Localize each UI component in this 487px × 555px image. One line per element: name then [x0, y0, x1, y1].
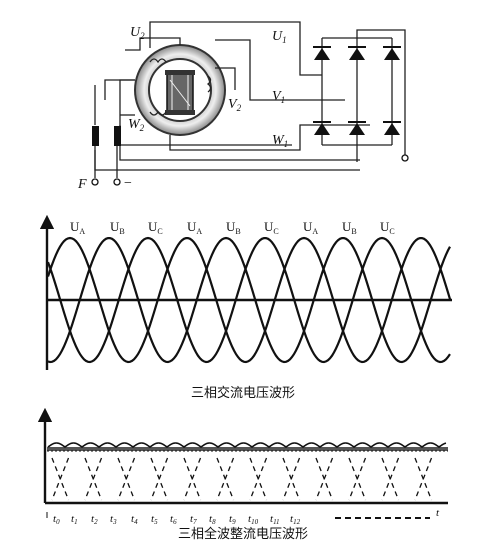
phase-segment-rising: [315, 457, 334, 501]
time-label: t3: [110, 513, 117, 526]
phase-a-curve: [46, 236, 452, 364]
phase-label-uc-1: UC: [148, 219, 163, 236]
phase-label-uc-3: UC: [380, 219, 395, 236]
phase-segment-rising: [51, 457, 70, 501]
brush-minus: [114, 126, 121, 146]
label-w1: W1: [272, 133, 288, 149]
time-label: t10: [248, 513, 259, 526]
output-terminal: [401, 154, 409, 162]
phase-segment-rising: [216, 457, 235, 501]
label-u2: U2: [130, 25, 145, 41]
phase-label-uc-2: UC: [264, 219, 279, 236]
diode-lower-1: [313, 121, 331, 135]
phase-label-ub-1: UB: [110, 219, 125, 236]
phase-segment-rising: [183, 457, 202, 501]
phase-segment-rising: [150, 457, 169, 501]
rect-caption: 三相全波整流电压波形: [178, 526, 308, 542]
ac-caption: 三相交流电压波形: [191, 385, 295, 401]
diode-lower-2: [348, 121, 366, 135]
phase-segment-rising: [117, 457, 136, 501]
label-minus: −: [124, 176, 132, 191]
phase-c-curve: [46, 236, 451, 364]
ac-waveform: UA UB UC UA UB UC UA UB UC 三相交流电压波形: [39, 214, 452, 401]
time-label: t7: [190, 513, 197, 526]
phase-segment-rising: [381, 457, 400, 501]
brush-f: [92, 126, 99, 146]
phase-label-ub-2: UB: [226, 219, 241, 236]
diode-upper-2: [348, 46, 366, 60]
label-w2: W2: [128, 117, 145, 133]
diode-upper-3: [383, 46, 401, 60]
phase-segment-rising: [348, 457, 367, 501]
rectified-phase-segments: [51, 457, 433, 501]
time-label: t11: [270, 513, 280, 526]
terminal-minus: [113, 178, 121, 186]
time-label: t2: [91, 513, 98, 526]
phase-segment-rising: [282, 457, 301, 501]
time-labels: t0 t1 t2 t3 t4 t5 t6 t7 t8 t9 t10 t11 t12: [53, 513, 301, 526]
time-label: t8: [209, 513, 216, 526]
label-u1: U1: [272, 29, 287, 45]
phase-label-ua-2: UA: [187, 219, 202, 236]
diode-lower-3: [383, 121, 401, 135]
rect-axis-end-label: t: [436, 507, 440, 519]
time-label: t0: [53, 513, 60, 526]
terminal-f: [91, 178, 99, 186]
phase-label-ua-3: UA: [303, 219, 318, 236]
rectified-waveform: t0 t1 t2 t3 t4 t5 t6 t7 t8 t9 t10 t11 t12 t 三相全波整流电压…: [37, 407, 448, 542]
phase-segment-rising: [414, 457, 433, 501]
time-label: t4: [131, 513, 138, 526]
phase-label-ub-3: UB: [342, 219, 357, 236]
phase-b-curve: [47, 236, 451, 364]
time-label: t9: [229, 513, 236, 526]
phase-segment-rising: [249, 457, 268, 501]
label-f: F: [77, 177, 87, 192]
time-label: t12: [290, 513, 301, 526]
rect-band-top: [47, 447, 448, 451]
phase-label-ua-1: UA: [70, 219, 85, 236]
time-label: t5: [151, 513, 158, 526]
diode-upper-1: [313, 46, 331, 60]
rectified-ripple: [47, 442, 447, 448]
label-v2: V2: [228, 97, 242, 113]
label-v1: V1: [272, 89, 285, 105]
time-label: t1: [71, 513, 78, 526]
phase-segment-rising: [84, 457, 103, 501]
time-label: t6: [170, 513, 177, 526]
circuit-schematic: U2 V2 W2 U1 V1 W1 F −: [77, 21, 409, 192]
